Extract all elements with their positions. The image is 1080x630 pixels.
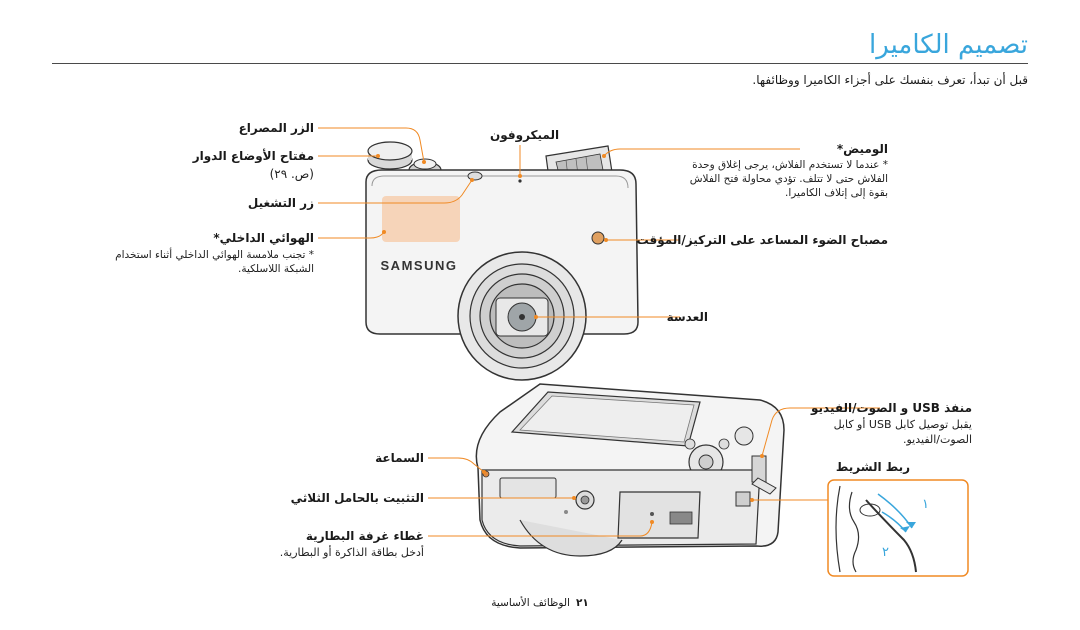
strap-inset-drawing xyxy=(827,479,969,577)
note-antenna-2: الشبكة اللاسلكية. xyxy=(237,263,314,275)
note-usb-1: يقبل توصيل كابل USB أو كابل xyxy=(833,418,972,431)
note-antenna-1: * تجنب ملامسة الهوائي الداخلي أثناء استخ… xyxy=(115,249,314,261)
label-mode-dial-ref: (ص. ٢٩) xyxy=(269,167,314,181)
label-mode-dial: مفتاح الأوضاع الدوار xyxy=(192,149,314,163)
note-flash-2: الفلاش حتى لا تتلف. تؤدي محاولة فتح الفل… xyxy=(689,173,888,185)
page-footer: ٢١ الوظائف الأساسية xyxy=(0,597,1080,609)
label-speaker: السماعة xyxy=(375,451,424,465)
label-usb: منفذ USB و الصوت/الفيديو xyxy=(811,401,972,415)
label-shutter: الزر المصراع xyxy=(238,121,314,135)
note-flash-1: * عندما لا تستخدم الفلاش، يرجى إغلاق وحد… xyxy=(692,159,888,171)
note-flash-3: بقوة إلى إتلاف الكاميرا. xyxy=(785,187,888,199)
label-microphone: الميكروفون xyxy=(490,128,560,142)
title-rule xyxy=(52,63,1028,64)
label-battery: غطاء غرفة البطارية xyxy=(305,529,424,543)
label-af-lamp: مصباح الضوء المساعد على التركيز/المؤقت xyxy=(636,233,888,247)
front-camera-drawing: SAMSUNG xyxy=(365,141,639,381)
label-power: زر التشغيل xyxy=(247,196,314,210)
note-battery: أدخل بطاقة الذاكرة أو البطارية. xyxy=(279,546,424,559)
label-strap: ربط الشريط xyxy=(835,460,910,474)
strap-step-2: ٢ xyxy=(882,545,889,560)
note-usb-2: الصوت/الفيديو. xyxy=(903,433,972,446)
label-antenna: الهوائي الداخلي* xyxy=(213,231,314,245)
page-title: تصميم الكاميرا xyxy=(869,30,1028,60)
strap-step-1: ١ xyxy=(922,497,929,512)
label-lens: العدسة xyxy=(666,310,708,324)
footer-section: الوظائف الأساسية xyxy=(491,597,570,609)
back-camera-drawing xyxy=(475,383,785,557)
label-flash: الوميض* xyxy=(836,142,888,156)
svg-text:SAMSUNG: SAMSUNG xyxy=(381,258,458,273)
label-tripod: التثبيت بالحامل الثلاثي xyxy=(290,491,424,505)
intro-text: قبل أن تبدأ، تعرف بنفسك على أجزاء الكامي… xyxy=(752,73,1028,87)
page-number: ٢١ xyxy=(575,597,589,609)
